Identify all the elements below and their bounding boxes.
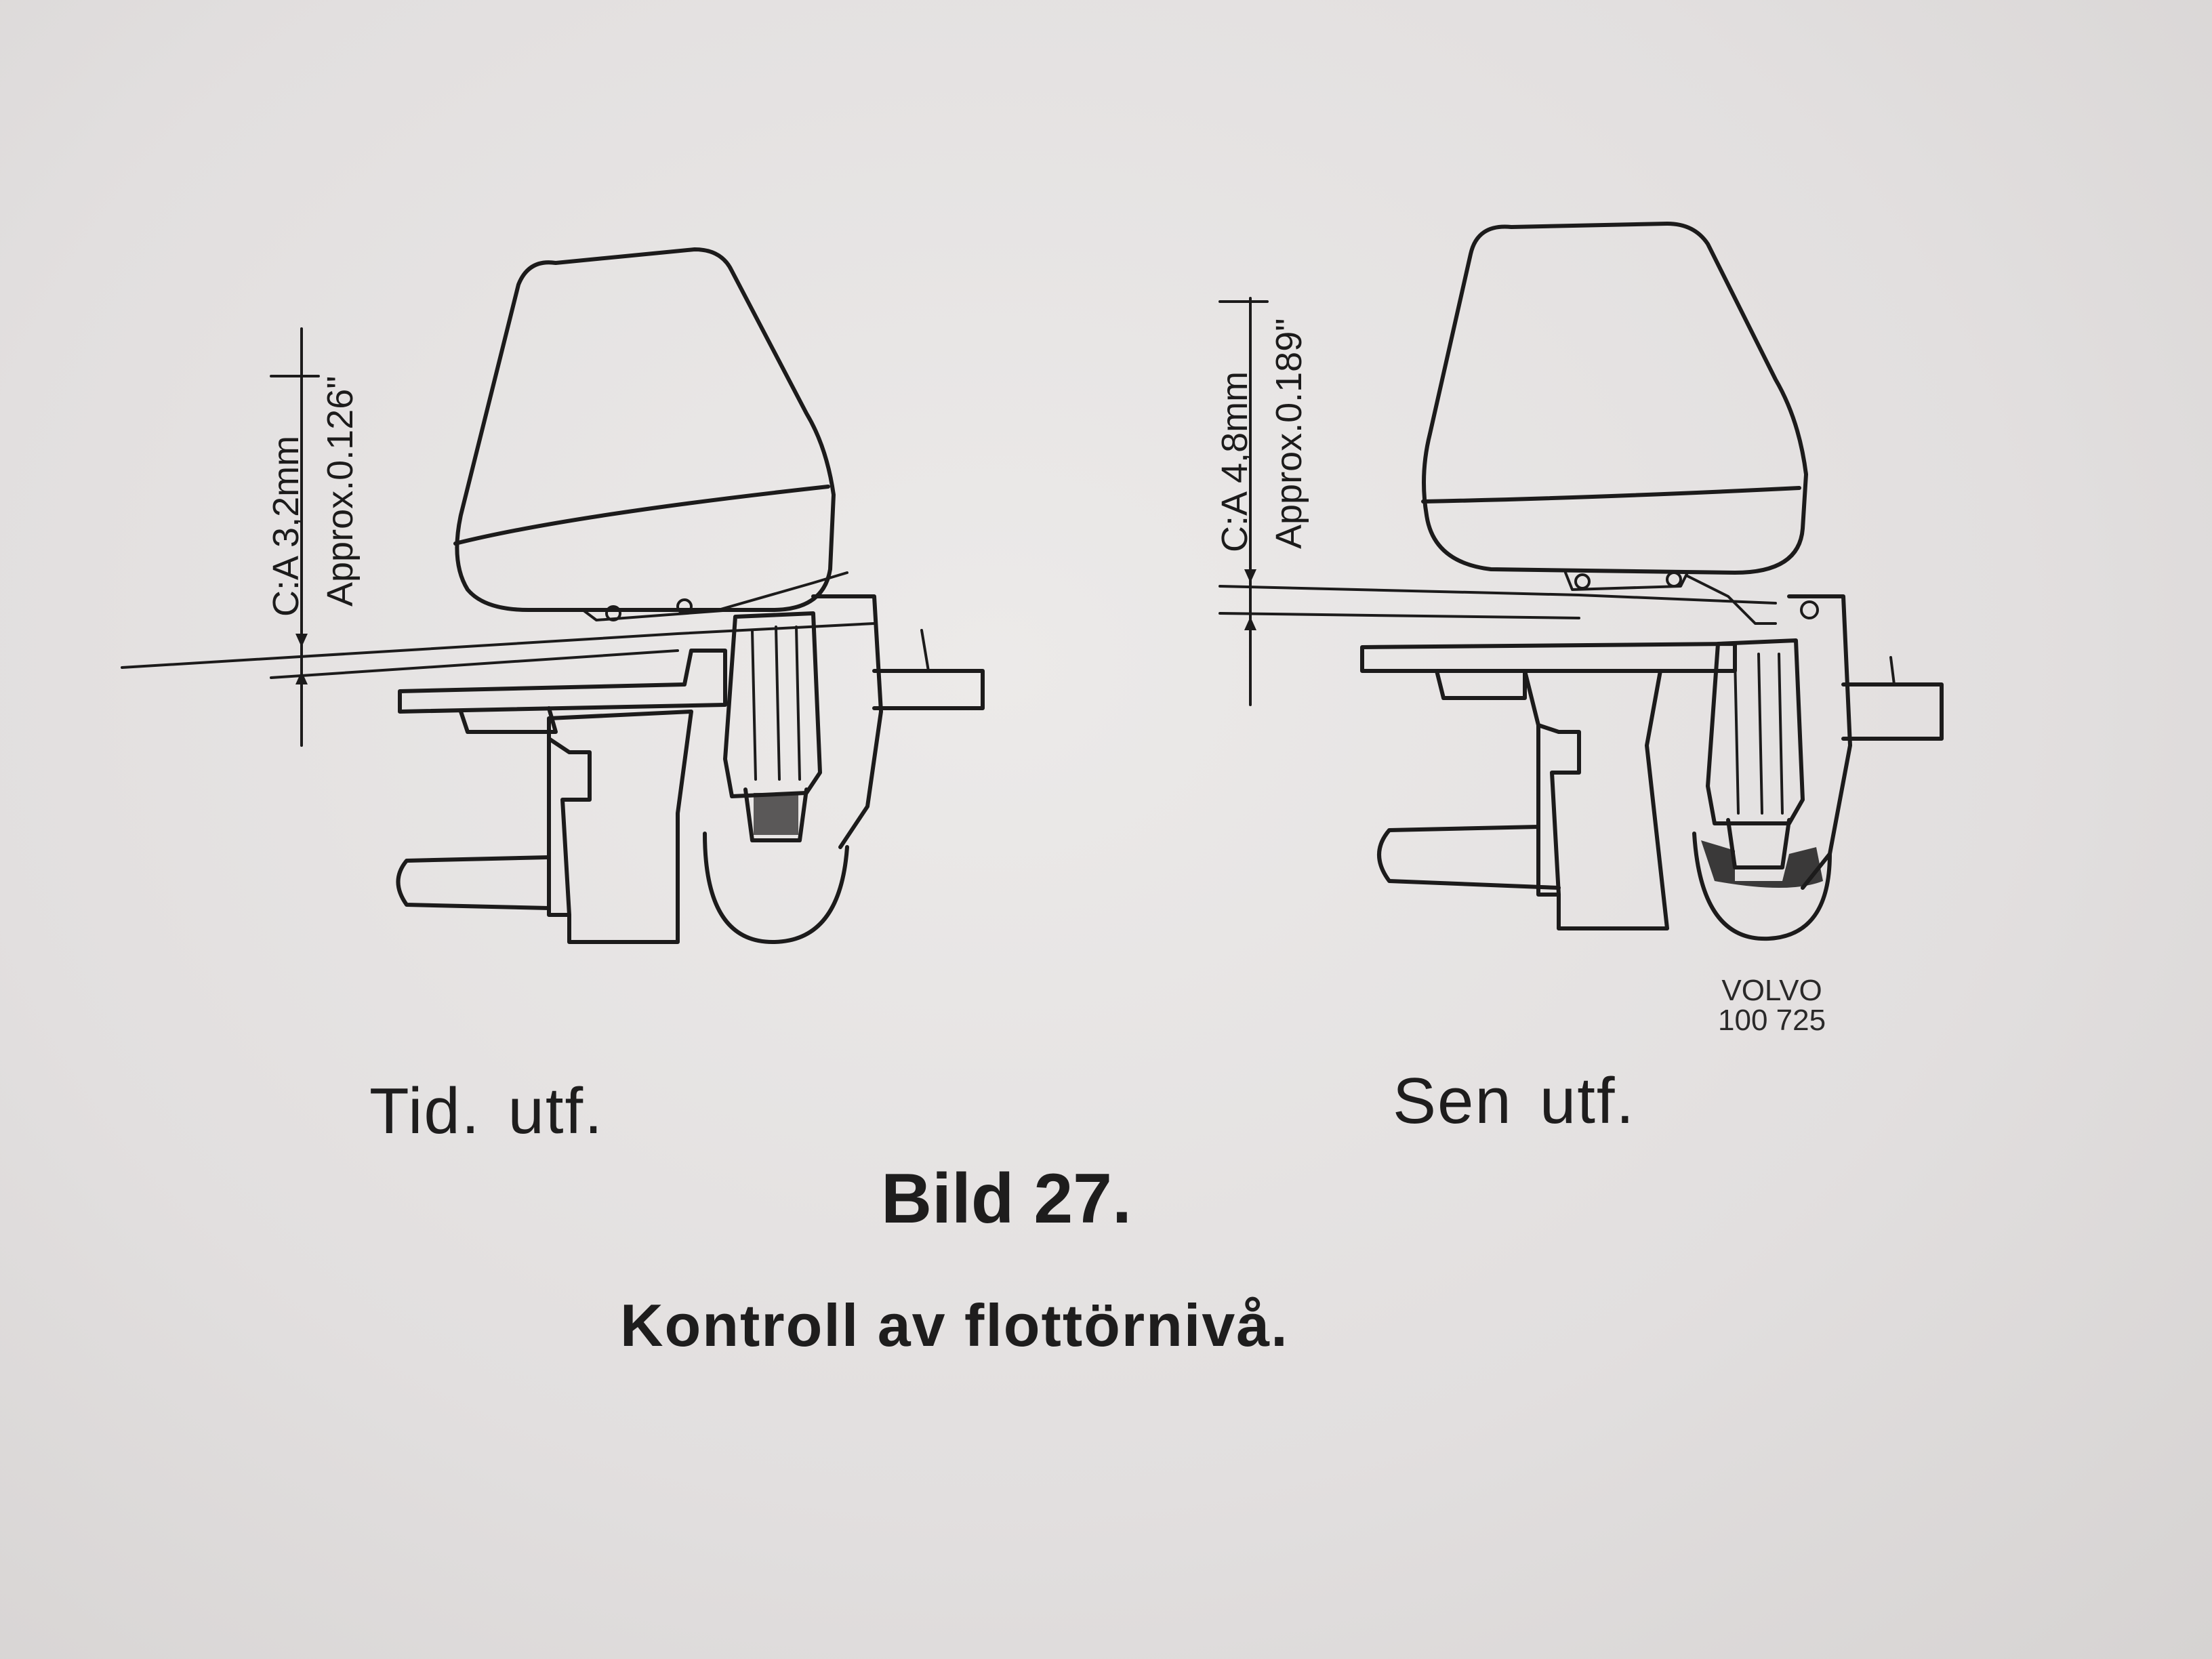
figure-number: Bild 27. [881,1160,1132,1238]
needle-valve-early [723,611,822,798]
stamp-number: 100 725 [1718,1004,1826,1037]
carburettor-early [121,247,985,944]
dimension-mm-early: C:A 3,2mm [266,436,306,617]
float-bowl-late [1692,832,1832,941]
dimension-inch-early: Approx.0.126" [320,376,361,607]
float-early [455,247,836,612]
reference-line-early [121,622,876,669]
caption-late: Sen utf. [1393,1064,1635,1139]
float-late [1422,222,1808,575]
stamp-brand: VOLVO [1721,974,1822,1007]
carb-body-early [547,710,693,944]
dimension-inch-late: Approx.0.189" [1269,319,1309,549]
figure-title: Kontroll av flottörnivå. [620,1292,1289,1359]
caption-early-word1: Tid. [369,1075,481,1147]
float-bowl-early [703,832,849,944]
caption-early-word2: utf. [508,1075,604,1147]
drawing-stamp: VOLVO 100 725 [1718,976,1826,1036]
dimension-late: C:A 4,8mm Approx.0.189" [1214,297,1309,706]
carb-body-late [1523,669,1669,930]
dimension-mm-late: C:A 4,8mm [1214,371,1255,552]
caption-early: Tid. utf. [369,1074,604,1149]
needle-valve-late [1706,638,1805,825]
caption-late-word2: utf. [1539,1065,1636,1137]
reference-line-late [1218,585,1777,605]
dimension-early: C:A 3,2mm Approx.0.126" [266,327,361,747]
carburettor-late [1218,222,1944,941]
caption-late-word1: Sen [1393,1065,1513,1137]
